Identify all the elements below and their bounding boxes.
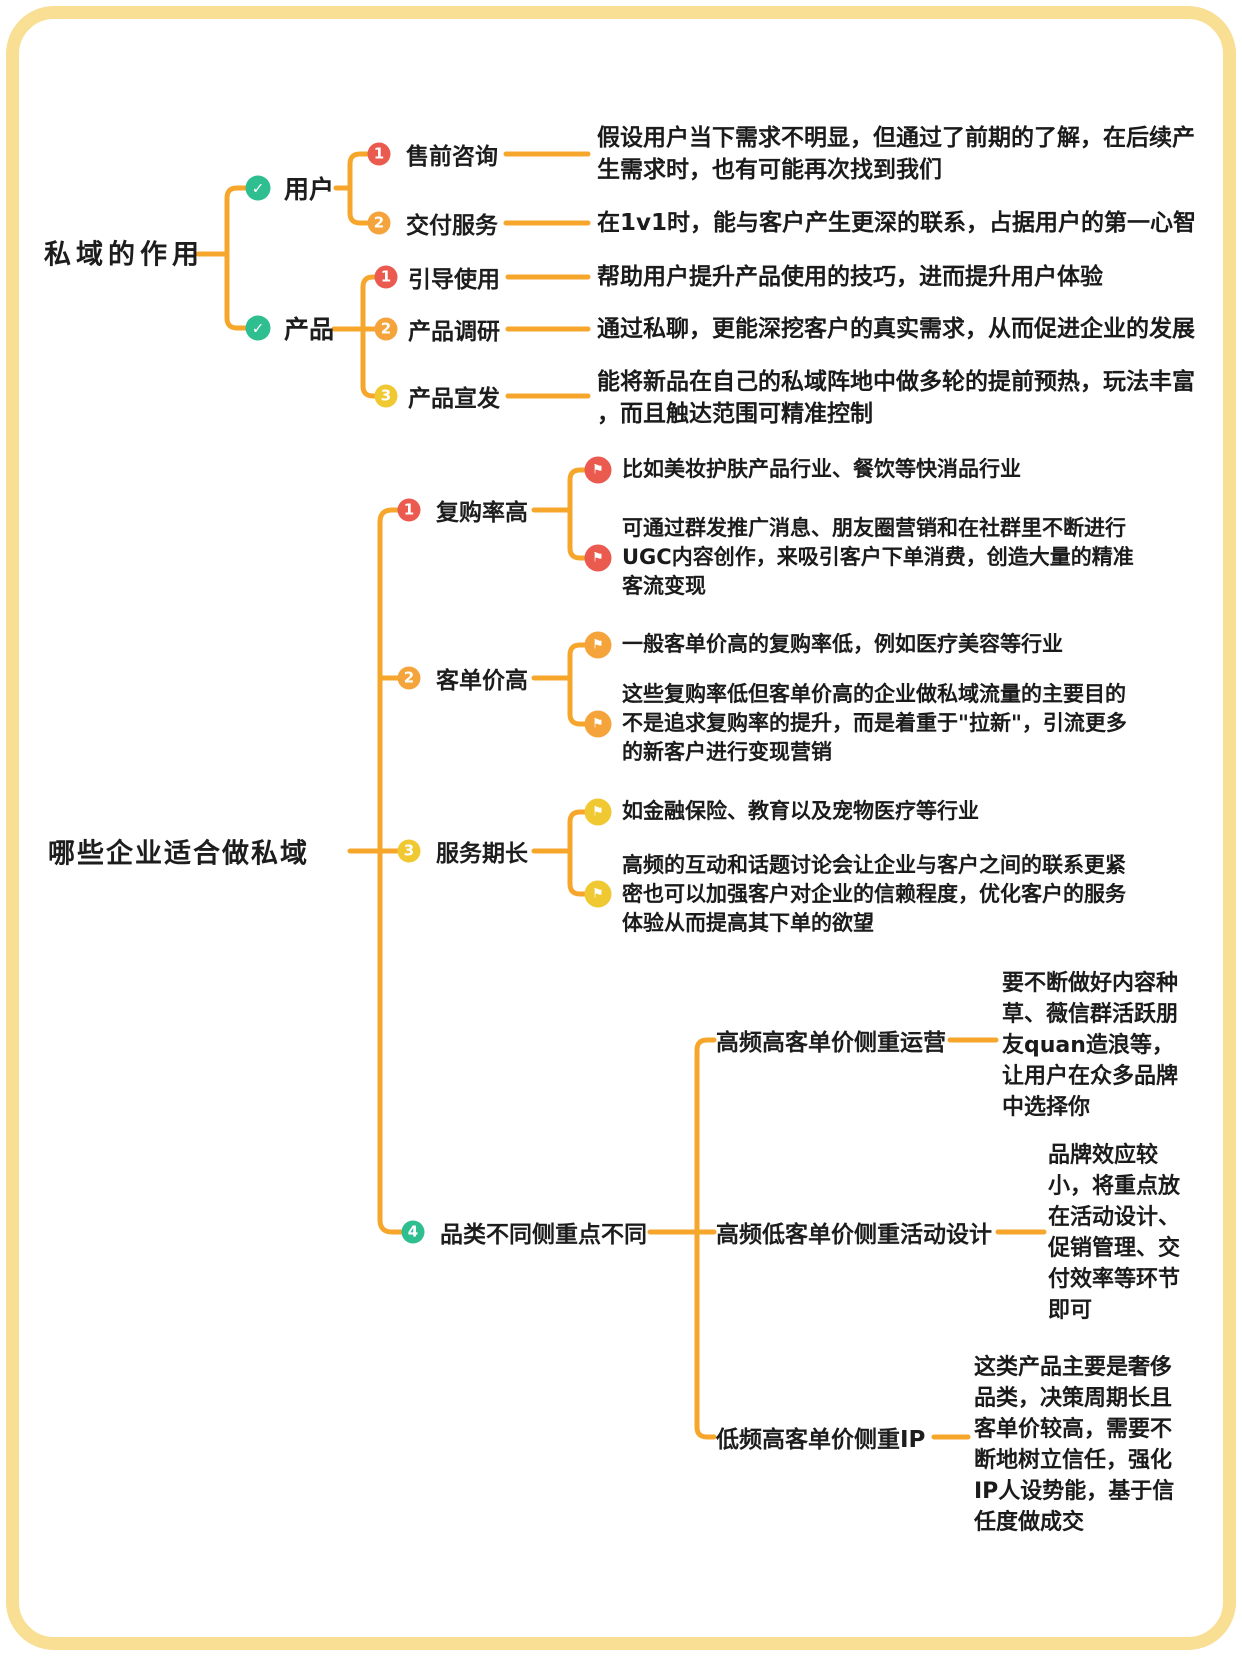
desc-delivery-service: 在1v1时，能与客户产生更深的联系，占据用户的第一心智 xyxy=(597,210,1196,236)
check-icon: ✓ xyxy=(245,175,271,201)
node-long-service: 服务期长 xyxy=(436,841,528,867)
desc-presale-consult: 假设用户当下需求不明显，但通过了前期的了解，在后续产 生需求时，也有可能再次找到… xyxy=(597,125,1195,183)
flag-icon: ⚑ xyxy=(584,710,612,738)
number-badge-1: 1 xyxy=(374,265,398,289)
node-product-launch: 产品宣发 xyxy=(408,386,500,412)
check-icon: ✓ xyxy=(245,315,271,341)
node-guide-usage: 引导使用 xyxy=(408,267,500,293)
node-users: 用户 xyxy=(284,175,335,204)
desc-order-value-industries: 一般客单价高的复购率低，例如医疗美容等行业 xyxy=(622,632,1063,656)
node-highfreq-highvalue: 高频高客单价侧重运营 xyxy=(716,1030,946,1056)
number-badge-3: 3 xyxy=(374,384,398,408)
desc-product-research: 通过私聊，更能深挖客户的真实需求，从而促进企业的发展 xyxy=(597,316,1195,342)
number-badge-1: 1 xyxy=(397,498,421,522)
desc-highfreq-highvalue: 要不断做好内容种 草、薇信群活跃朋 友quan造浪等， 让用户在众多品牌 中选择… xyxy=(1002,971,1179,1120)
desc-service-benefit: 高频的互动和话题讨论会让企业与客户之间的联系更紧 密也可以加强客户对企业的信赖程… xyxy=(622,853,1126,935)
map2-title: 哪些企业适合做私域 xyxy=(48,838,309,870)
node-lowfreq-highvalue: 低频高客单价侧重IP xyxy=(716,1427,926,1453)
desc-order-value-goal: 这些复购率低但客单价高的企业做私域流量的主要目的 不是追求复购率的提升，而是着重… xyxy=(622,682,1127,764)
number-badge-2: 2 xyxy=(397,666,421,690)
map1-title: 私域的作用 xyxy=(44,239,204,271)
flag-icon: ⚑ xyxy=(584,880,612,908)
node-high-order-value: 客单价高 xyxy=(436,668,528,694)
desc-lowfreq-highvalue: 这类产品主要是奢侈 品类，决策周期长且 客单价较高，需要不 断地树立信任，强化 … xyxy=(974,1355,1175,1535)
desc-repurchase-tactics: 可通过群发推广消息、朋友圈营销和在社群里不断进行 UGC内容创作，来吸引客户下单… xyxy=(622,516,1134,598)
desc-guide-usage: 帮助用户提升产品使用的技巧，进而提升用户体验 xyxy=(597,264,1103,290)
desc-service-industries: 如金融保险、教育以及宠物医疗等行业 xyxy=(622,799,979,823)
flag-icon: ⚑ xyxy=(584,631,612,659)
flag-icon: ⚑ xyxy=(584,798,612,826)
node-highfreq-lowvalue: 高频低客单价侧重活动设计 xyxy=(716,1222,992,1248)
desc-product-launch: 能将新品在自己的私域阵地中做多轮的提前预热，玩法丰富 ，而且触达范围可精准控制 xyxy=(597,369,1195,427)
node-product: 产品 xyxy=(284,315,335,344)
node-product-research: 产品调研 xyxy=(408,319,500,345)
number-badge-1: 1 xyxy=(367,142,391,166)
node-category-focus: 品类不同侧重点不同 xyxy=(440,1222,647,1248)
number-badge-4: 4 xyxy=(401,1220,425,1244)
number-badge-2: 2 xyxy=(367,211,391,235)
flag-icon: ⚑ xyxy=(584,544,612,572)
node-delivery-service: 交付服务 xyxy=(406,213,498,239)
node-high-repurchase: 复购率高 xyxy=(436,500,528,526)
flag-icon: ⚑ xyxy=(584,456,612,484)
node-presale-consult: 售前咨询 xyxy=(406,144,498,170)
number-badge-2: 2 xyxy=(374,317,398,341)
desc-repurchase-industries: 比如美妆护肤产品行业、餐饮等快消品行业 xyxy=(622,457,1021,481)
number-badge-3: 3 xyxy=(397,839,421,863)
desc-highfreq-lowvalue: 品牌效应较 小，将重点放 在活动设计、 促销管理、交 付效率等环节 即可 xyxy=(1048,1143,1181,1323)
